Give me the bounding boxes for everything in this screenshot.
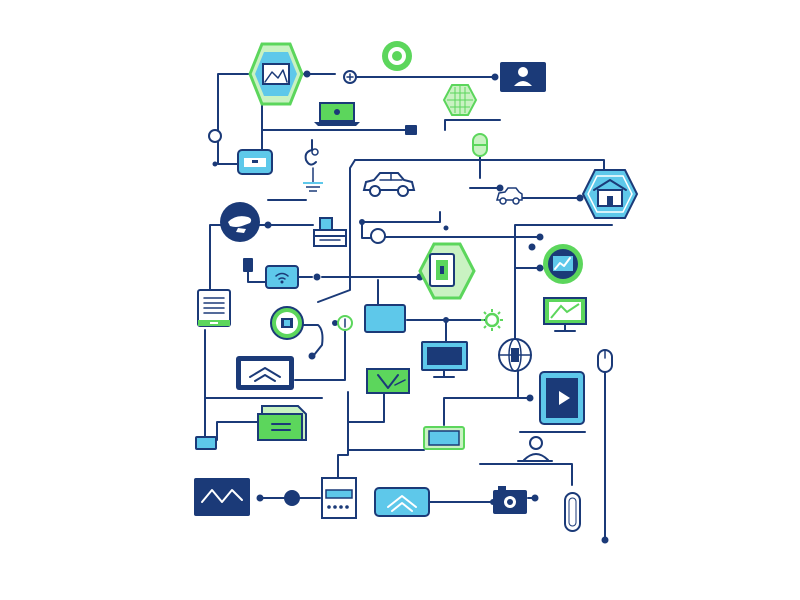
junction-dot [264,221,272,229]
add-node-icon [343,70,357,84]
wire [217,73,250,131]
junction-dot [491,73,499,81]
junction-dot [359,219,365,225]
junction-dot [313,273,321,281]
wire [209,224,314,291]
junction-dot [526,394,534,402]
wire [217,141,239,165]
junction-dot [443,317,449,323]
junction-dot [303,70,311,78]
junction-dot [528,243,536,251]
network-hub-icon [370,228,386,244]
tablet-card-icon [237,149,273,175]
video-tablet-icon [539,371,585,425]
laptop-icon [314,102,360,126]
junction-dot [536,233,544,241]
wire [294,321,346,381]
hand-icon [220,202,260,242]
junction-dot [496,184,504,192]
wire [514,224,613,346]
wire [479,463,573,486]
hook-icon [304,139,319,166]
junction-dot [308,352,316,360]
wire [317,159,356,303]
connector-plug-icon [405,125,417,135]
junction-dot [284,490,300,506]
small-car-icon [496,187,523,205]
connector-plug-icon [243,258,253,272]
chevron-screen-icon [236,356,294,390]
chip-ring-icon [270,306,304,340]
wave-monitor-icon [194,478,250,516]
user-card-icon [500,62,546,92]
small-cyan-card-icon [195,436,217,450]
chevron-card-icon [374,487,430,517]
junction-dot [256,494,264,502]
wifi-card-icon [265,265,299,289]
ground-symbol-icon [337,315,353,331]
green-ring-icon [382,41,412,71]
chart-monitor-icon [543,244,583,284]
junction-dot [332,320,338,326]
connector-wires [204,73,613,541]
wire [443,369,519,426]
document-folder-icon [257,405,307,441]
wire [216,421,259,441]
gear-icon [481,309,503,331]
globe-icon [498,338,532,372]
wire [444,119,501,131]
check-board-icon [366,368,410,394]
junction-dot [531,494,539,502]
network-hub-icon [208,129,222,143]
router-icon [321,465,357,519]
wire [361,221,371,239]
junction-dot [212,161,218,167]
junction-dot [576,194,584,202]
wire [299,324,324,356]
grid-hexagon-icon [442,84,478,116]
junction-dot [536,264,544,272]
ground-symbol-icon [303,167,323,192]
person-desk-icon [517,436,553,462]
mouse-icon [564,492,581,532]
hexagon-image-icon [248,42,304,106]
document-tablet-icon [418,242,476,300]
capsule-icon [472,133,488,157]
wire [247,269,266,283]
wire [347,393,385,423]
payment-card-icon [313,217,347,247]
mouse-icon [597,349,613,373]
display-card-icon [423,426,465,450]
chart-screen-icon [543,297,587,332]
wire [337,391,349,479]
cyan-card-icon [364,304,406,333]
junction-dot [443,225,449,231]
junction-dot [601,536,609,544]
wire [361,211,441,223]
house-hexagon-icon [581,169,639,219]
camera-icon [493,486,527,514]
car-icon [362,172,416,197]
document-folder-icon [197,289,231,327]
monitor-icon [421,341,468,378]
